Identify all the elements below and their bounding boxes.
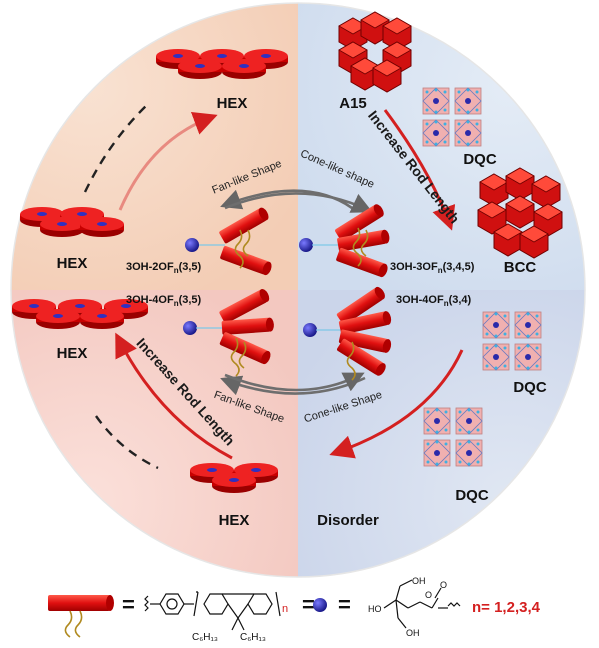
legend-n-subscript: n (282, 603, 288, 615)
arrow-to-disorder (329, 349, 464, 459)
molecule-lower-left (183, 287, 275, 377)
label-a15: A15 (339, 95, 367, 112)
compound-lower-right: 3OH-4OFn(3,4) (396, 294, 472, 308)
legend-equals-1: = (122, 592, 135, 617)
dashed-link-lower (95, 415, 159, 470)
fluorene-structure (144, 591, 281, 631)
legend-equals-2: = (302, 592, 315, 617)
arrow-cone-to-fan-upper (220, 189, 353, 210)
label-hex-left-upper: HEX (57, 255, 88, 272)
outer-circle (10, 2, 586, 578)
label-disorder: Disorder (317, 512, 379, 529)
compound-lower-left: 3OH-4OFn(3,5) (126, 294, 202, 308)
quadrant-backgrounds (11, 3, 585, 577)
legend-c6h13-right: C₆H₁₃ (240, 632, 266, 643)
legend-oh-left: HO (368, 604, 382, 614)
compound-upper-left: 3OH-2OFn(3,5) (126, 261, 202, 275)
legend-equals-3: = (338, 592, 351, 617)
legend-oh-top: OH (412, 576, 426, 586)
arrow-increase-rod-upper (383, 109, 456, 231)
legend-rod-icon (48, 595, 114, 638)
label-hex-top: HEX (217, 95, 248, 112)
label-dqc-right-lower: DQC (513, 379, 547, 396)
label-dqc-bottom: DQC (455, 487, 489, 504)
quadrant-bottom-left (11, 290, 298, 577)
legend: = n C₆H₁₃ C₆H₁₃ = = (48, 576, 541, 643)
polyol-structure (383, 579, 461, 629)
legend-sphere-icon (313, 598, 327, 612)
label-hex-bottom: HEX (219, 512, 250, 529)
arrow-fan-to-cone-lower (224, 372, 365, 392)
molecule-lower-right (303, 285, 393, 381)
arrow-hex-to-hex-upper (118, 112, 218, 211)
legend-ester-o: O (425, 590, 432, 600)
label-bcc: BCC (504, 259, 537, 276)
dashed-link-upper (83, 101, 151, 193)
legend-c6h13-left: C₆H₁₃ (192, 632, 218, 643)
quadrant-top-left (11, 3, 298, 290)
arrow-fan-to-cone-upper (224, 192, 373, 213)
legend-carbonyl-o: O (440, 580, 447, 590)
legend-n-values: n= 1,2,3,4 (472, 599, 541, 616)
label-hex-left-lower: HEX (57, 345, 88, 362)
label-dqc-upper: DQC (463, 151, 497, 168)
legend-oh-bottom: OH (406, 628, 420, 638)
compound-upper-right: 3OH-3OFn(3,4,5) (390, 261, 475, 275)
molecule-upper-right (299, 202, 391, 279)
molecule-upper-left (185, 205, 274, 277)
arrow-increase-rod-lower (115, 332, 233, 460)
